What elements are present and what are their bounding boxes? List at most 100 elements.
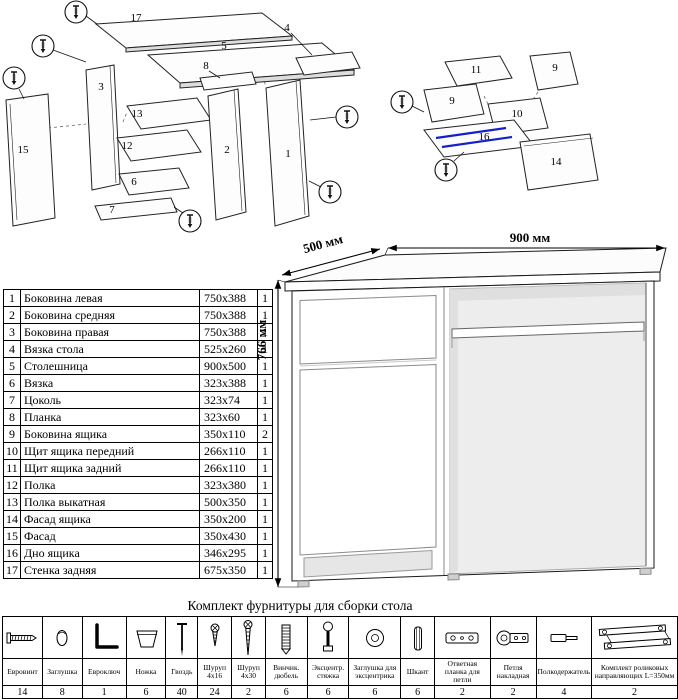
part-size: 750x388 [199,306,258,324]
part-name: Боковина правая [20,323,200,341]
part-name: Фасад [20,527,200,545]
part-name: Столешница [20,357,200,375]
screw-4x16-icon [210,623,220,646]
hardware-label: Винчик. дюбель [264,658,308,686]
hardware-icon-cell [197,616,233,659]
hardware-label: Шкант [400,658,436,686]
label-12: 12 [122,140,133,152]
screw-callout-icon [434,158,458,182]
desk-body [284,247,667,588]
part-qty: 1 [257,459,273,477]
part-number: 2 [3,306,21,324]
part-number: 12 [3,476,21,494]
part-qty: 1 [257,476,273,494]
part-number: 9 [3,425,21,443]
confirmat-screw-icon [6,632,38,643]
part-number: 15 [3,527,21,545]
hardware-label: Гвоздь [165,658,199,686]
hardware-icon-cell [41,616,83,659]
label-6: 6 [131,176,137,188]
hardware-label: Евровинт [2,658,43,686]
label-17: 17 [131,12,143,24]
part-size: 750x388 [199,289,258,307]
screw-callout-icon [390,90,414,114]
part-qty: 1 [257,374,273,392]
cap-icon [56,629,68,646]
label-3: 3 [98,81,104,93]
panel-drawer-facade [519,133,599,191]
label-14: 14 [551,156,563,168]
part-size: 323x388 [199,374,258,392]
exploded-view-drawer: 11 9 9 10 16 14 [390,51,599,191]
roller-guides-icon [598,623,671,650]
hardware-callouts [2,0,359,233]
hardware-icon-cell [165,616,199,659]
hardware-qty: 4 [535,685,593,699]
part-number: 16 [3,544,21,562]
screw-callout-icon [318,180,342,204]
panel-drawer-side-right [529,51,579,91]
label-1: 1 [285,148,291,160]
part-number: 6 [3,374,21,392]
part-name: Стенка задняя [20,561,200,579]
part-size: 350x430 [199,527,258,545]
label-9b: 9 [552,62,558,74]
part-number: 13 [3,493,21,511]
panel-drawer-side-left [423,83,485,123]
hardware-qty: 14 [2,685,43,699]
hardware-qty: 6 [125,685,167,699]
label-8: 8 [203,60,209,72]
part-qty: 1 [257,408,273,426]
hardware-kit-title: Комплект фурнитуры для сборки стола [187,598,413,613]
part-number: 1 [3,289,21,307]
part-number: 17 [3,561,21,579]
part-number: 3 [3,323,21,341]
exploded-view-desk: 17 5 4 3 13 12 15 6 7 2 1 8 [2,0,361,233]
hardware-icon-cell [2,616,43,659]
screw-callout-icon [2,66,26,90]
part-qty: 1 [257,544,273,562]
part-name: Щит ящика задний [20,459,200,477]
part-number: 11 [3,459,21,477]
hardware-label: Петля накладная [489,658,537,686]
cam-cap-icon [365,628,384,647]
part-size: 900x500 [199,357,258,375]
part-name: Полка [20,476,200,494]
width-dimension-label: 900 мм [510,230,551,245]
label-7: 7 [109,204,115,216]
hex-key-icon [95,622,119,649]
part-qty: 1 [257,323,273,341]
hardware-icon-cell [591,616,678,659]
part-name: Полка выкатная [20,493,200,511]
part-size: 266x110 [199,459,258,477]
hardware-icons-row [2,616,678,659]
panel-plinth [94,197,178,221]
part-qty: 1 [257,306,273,324]
hardware-icon-cell [434,616,491,659]
hardware-label: Ответная планка для петли [434,658,491,686]
label-11: 11 [471,64,482,76]
part-name: Фасад ящика [20,510,200,528]
screw-4x30-icon [243,619,253,655]
panel-side-middle [207,88,247,221]
part-name: Дно ящика [20,544,200,562]
hardware-qty-row: 14 8 1 6 40 24 2 6 6 6 6 2 2 4 2 [2,685,678,699]
drawer-front [299,294,437,365]
hardware-qty: 2 [489,685,537,699]
part-number: 7 [3,391,21,409]
hinge-plate-icon [445,632,479,643]
wood-dowel-icon [413,626,422,650]
panel-tie-small [118,167,190,196]
hardware-label: Заглушка [41,658,83,686]
part-size: 323x60 [199,408,258,426]
part-size: 346x295 [199,544,258,562]
panel-drawer-back [444,55,513,87]
